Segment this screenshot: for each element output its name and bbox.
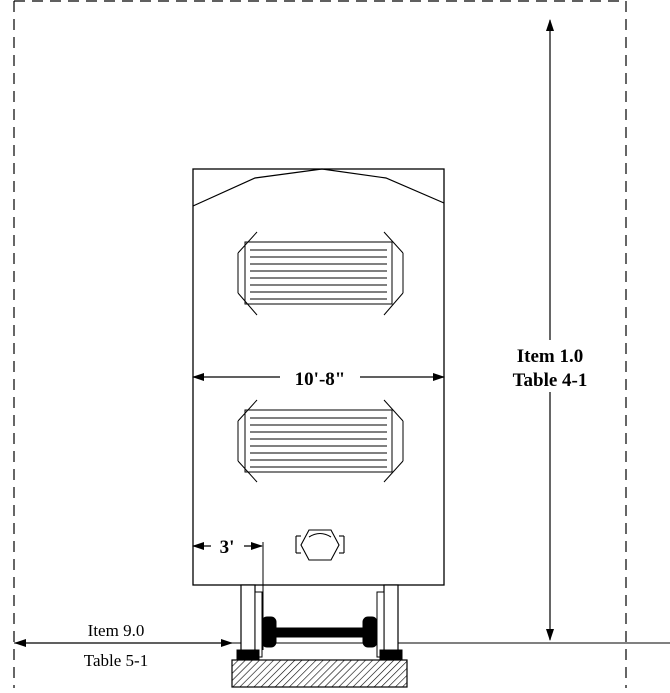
right-wheel-face: [376, 591, 385, 658]
lower-louver: [237, 399, 404, 483]
axle: [275, 627, 364, 638]
right-wheel: [362, 616, 378, 648]
vertical-clearance-dimension: Item 1.0 Table 4-1: [492, 19, 608, 641]
horizontal-clearance-dimension: Item 9.0 Table 5-1: [14, 621, 233, 670]
left-rail: [236, 649, 260, 661]
left-sideframe: [240, 584, 256, 656]
offset-label: 3': [220, 537, 235, 558]
car-width-label: 10'-8": [295, 369, 346, 390]
left-wheel: [261, 616, 277, 648]
coupler-icon: [295, 529, 345, 561]
vertical-ref-item: Item 1.0: [517, 346, 583, 367]
car-width-label-mask: [280, 365, 360, 389]
vertical-ref-table: Table 4-1: [513, 370, 588, 391]
clearance-envelope: [13, 0, 627, 688]
horizontal-ref-table: Table 5-1: [84, 651, 148, 670]
offset-dimension: 3': [192, 537, 264, 650]
track-ballast: [231, 659, 408, 688]
upper-louver: [237, 231, 404, 316]
vertical-label-mask: [492, 340, 608, 392]
horizontal-ref-item: Item 9.0: [88, 621, 145, 640]
left-wheel-face: [254, 591, 263, 658]
right-rail: [379, 649, 403, 661]
car-width-dimension: 10'-8": [192, 365, 445, 390]
right-sideframe: [383, 584, 399, 656]
truck-wheelset: [231, 584, 408, 688]
roof-profile: [192, 168, 445, 207]
